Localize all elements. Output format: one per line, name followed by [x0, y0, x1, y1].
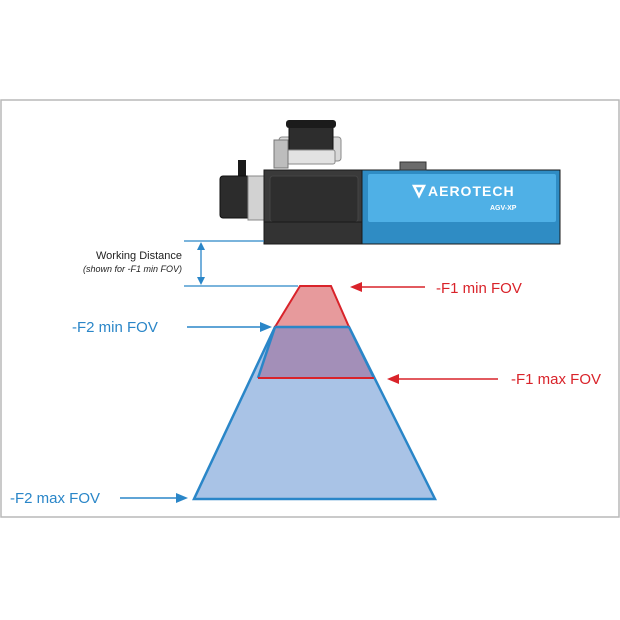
f1-left-edge: [256, 326, 277, 379]
motor-cap: [286, 120, 336, 128]
f1-min-label: -F1 min FOV: [436, 280, 522, 297]
working-distance-label: Working Distance: [96, 250, 182, 262]
diagram-frame: [0, 99, 620, 518]
connector-post: [238, 160, 246, 178]
aerotech-logo: AEROTECH AGV-XP: [411, 183, 517, 212]
model-text: AGV-XP: [490, 205, 517, 212]
fov-shapes: [192, 285, 438, 501]
f1-min-fov-region: [273, 285, 351, 328]
f2-max-label: -F2 max FOV: [10, 490, 100, 507]
f2-max-arrow-icon: [176, 493, 188, 503]
housing-dark-face: [269, 175, 359, 223]
f2-min-arrow-icon: [260, 322, 272, 332]
f1-max-label: -F1 max FOV: [511, 371, 601, 388]
motor-bracket: [273, 139, 289, 169]
f1-max-arrow-icon: [387, 374, 399, 384]
connector-ring: [247, 175, 267, 221]
dimension-arrow-down-icon: [197, 277, 205, 285]
working-distance-note: (shown for -F1 min FOV): [83, 264, 182, 274]
brand-text: AEROTECH: [428, 183, 515, 199]
f2-min-label: -F2 min FOV: [72, 319, 158, 336]
motor-collar: [286, 149, 336, 165]
f1-right-edge: [347, 326, 376, 379]
f1-min-arrow-icon: [350, 282, 362, 292]
f1-f2-overlap-region: [258, 327, 374, 378]
working-distance-dimension: [184, 240, 298, 287]
top-vent: [399, 161, 427, 171]
logo-mark-icon: [411, 184, 427, 199]
dimension-arrow-up-icon: [197, 242, 205, 250]
aerotech-scan-head: AEROTECH AGV-XP: [219, 120, 561, 245]
